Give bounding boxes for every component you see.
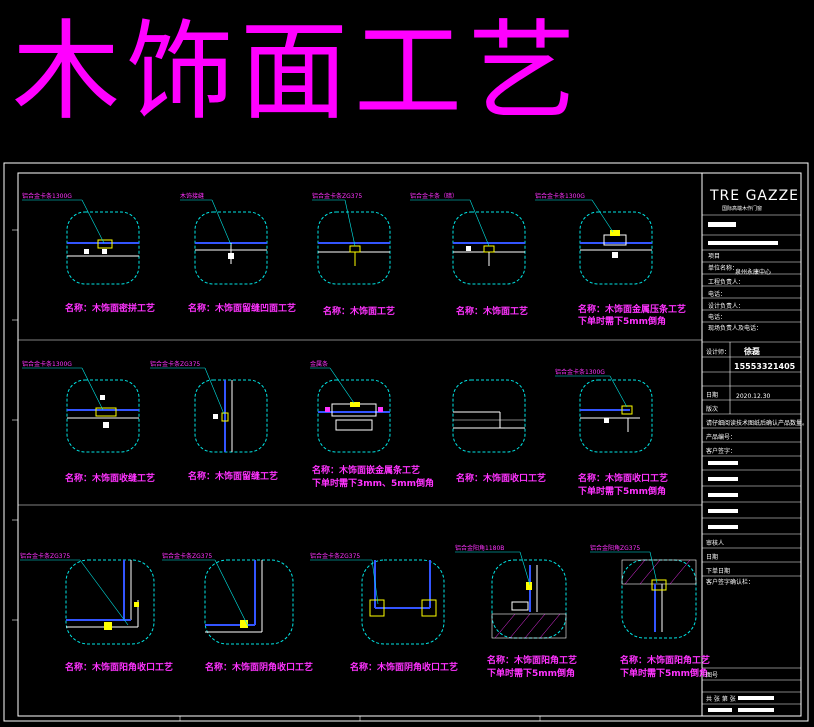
tb-company-value: 泉州永康中心 — [735, 268, 771, 276]
note-13: 铝合金卡条ZG375 — [310, 552, 360, 560]
tb-row-1: 工程负责人： — [708, 278, 744, 286]
tb-company: 单位名称： — [708, 264, 738, 272]
tb-drawing-no: 图号 — [706, 672, 718, 679]
tb-reviewer: 审核人 — [706, 539, 724, 547]
detail-name-12: 名称：木饰面阴角收口工艺 — [205, 661, 313, 673]
detail-name-14: 名称：木饰面阳角工艺 — [487, 654, 577, 666]
detail-1 — [22, 199, 140, 285]
detail-name-13: 名称：木饰面阴角收口工艺 — [350, 661, 458, 673]
tb-sheets: 共 张 第 张 — [706, 695, 736, 703]
detail-name-5: 名称：木饰面金属压条工艺 — [578, 303, 686, 315]
logo-subtitle: 国际高端木作门窗 — [722, 205, 762, 212]
note-15: 铝合金阳角ZG375 — [590, 544, 640, 552]
tb-note-3: 客户签字： — [706, 447, 736, 455]
detail-2 — [180, 199, 268, 285]
detail-name-8b: 下单时需下3mm、5mm倒角 — [312, 477, 434, 489]
detail-name-3: 名称：木饰面工艺 — [323, 305, 395, 317]
tb-row-5: 现场负责人及电话： — [708, 324, 762, 332]
detail-name-15: 名称：木饰面阳角工艺 — [620, 654, 710, 666]
tb-designer: 设计师： — [706, 348, 730, 356]
frame-ticks — [12, 229, 541, 721]
detail-name-1: 名称：木饰面密拼工艺 — [65, 302, 155, 314]
detail-7 — [150, 367, 268, 453]
detail-12 — [162, 559, 294, 645]
detail-3 — [312, 199, 391, 285]
detail-name-2: 名称：木饰面留缝凹面工艺 — [188, 302, 296, 314]
detail-11 — [20, 559, 155, 645]
detail-name-14b: 下单时需下5mm倒角 — [487, 667, 575, 679]
tb-row-2: 电话： — [708, 290, 726, 298]
tb-row-4: 电话： — [708, 313, 726, 321]
note-4: 铝合金卡条（暗） — [410, 192, 458, 200]
note-2: 木饰接缝 — [180, 192, 204, 200]
note-1: 铝合金卡条1300G — [22, 192, 72, 200]
detail-name-4: 名称：木饰面工艺 — [456, 305, 528, 317]
detail-name-11: 名称：木饰面阳角收口工艺 — [65, 661, 173, 673]
note-6: 铝合金卡条1300G — [22, 360, 72, 368]
note-12: 铝合金卡条ZG375 — [162, 552, 212, 560]
detail-6 — [22, 367, 140, 453]
tb-note-1: 请仔细阅读技术图纸后确认产品数量。 — [706, 419, 808, 427]
note-8: 金属条 — [310, 360, 328, 368]
detail-14 — [455, 551, 567, 639]
detail-4 — [410, 199, 526, 285]
detail-name-5b: 下单时需下5mm倒角 — [578, 315, 666, 327]
tb-order-date: 下单日期 — [706, 567, 730, 575]
detail-name-10: 名称：木饰面收口工艺 — [578, 472, 668, 484]
detail-name-9: 名称：木饰面收口工艺 — [456, 472, 546, 484]
detail-10 — [555, 375, 653, 453]
tb-designer-value: 徐磊 — [743, 346, 760, 356]
detail-5 — [535, 199, 653, 285]
detail-name-7: 名称：木饰面留缝工艺 — [188, 470, 278, 482]
tb-date-label: 日期 — [706, 391, 718, 399]
tb-client-sign: 客户签字确认栏： — [706, 578, 754, 586]
note-5: 铝合金卡条1300G — [535, 192, 585, 200]
detail-name-10b: 下单时需下5mm倒角 — [578, 485, 666, 497]
outer-frame — [3, 162, 809, 722]
inner-frame — [17, 172, 802, 717]
note-10: 铝合金卡条1300G — [555, 368, 605, 376]
note-7: 铝合金卡条ZG375 — [150, 360, 200, 368]
tb-note-2: 产品编号： — [706, 433, 736, 441]
detail-13 — [310, 559, 445, 645]
detail-name-6: 名称：木饰面收缝工艺 — [65, 472, 155, 484]
title-block: TRE GAZZE 国际高端木作门窗 — [702, 188, 808, 712]
note-14: 铝合金阳角1180B — [455, 544, 504, 552]
tb-phone-value: 15553321405 — [734, 362, 796, 371]
detail-8 — [310, 367, 391, 453]
tb-date2: 日期 — [706, 553, 718, 561]
tb-row-3: 设计负责人： — [708, 302, 744, 310]
company-logo: TRE GAZZE — [709, 188, 799, 204]
tb-project: 项目 — [708, 253, 720, 260]
detail-9 — [452, 379, 526, 453]
note-11: 铝合金卡条ZG375 — [20, 552, 70, 560]
note-3: 铝合金卡条ZG375 — [312, 192, 362, 200]
detail-name-15b: 下单时需下5mm倒角 — [620, 667, 708, 679]
detail-name-8: 名称：木饰面嵌金属条工艺 — [312, 464, 420, 476]
detail-15 — [590, 551, 697, 639]
tb-version: 版次 — [706, 405, 718, 413]
tb-date-value: 2020.12.30 — [736, 393, 771, 400]
page-title: 木饰面工艺 — [12, 10, 583, 135]
